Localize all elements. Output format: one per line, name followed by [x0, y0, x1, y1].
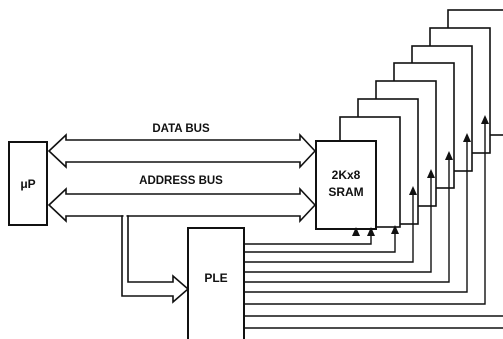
sram-chip-front [315, 140, 377, 230]
microprocessor-block [8, 141, 48, 226]
ple-block [187, 227, 245, 339]
chip-select-arrowheads [352, 115, 489, 236]
sram-stack [315, 9, 503, 230]
address-bus-arrow [47, 186, 317, 224]
microprocessor-label: μP [20, 177, 35, 191]
data-bus-label: DATA BUS [152, 123, 210, 135]
ple-output-lines [244, 117, 503, 329]
data-bus-arrow [47, 132, 317, 170]
sram-label-line2: SRAM [328, 185, 363, 199]
address-bus-label: ADDRESS BUS [139, 175, 223, 187]
sram-label-line1: 2Kx8 [332, 168, 361, 182]
ple-label: PLE [204, 271, 227, 285]
address-to-ple-path [121, 215, 190, 304]
